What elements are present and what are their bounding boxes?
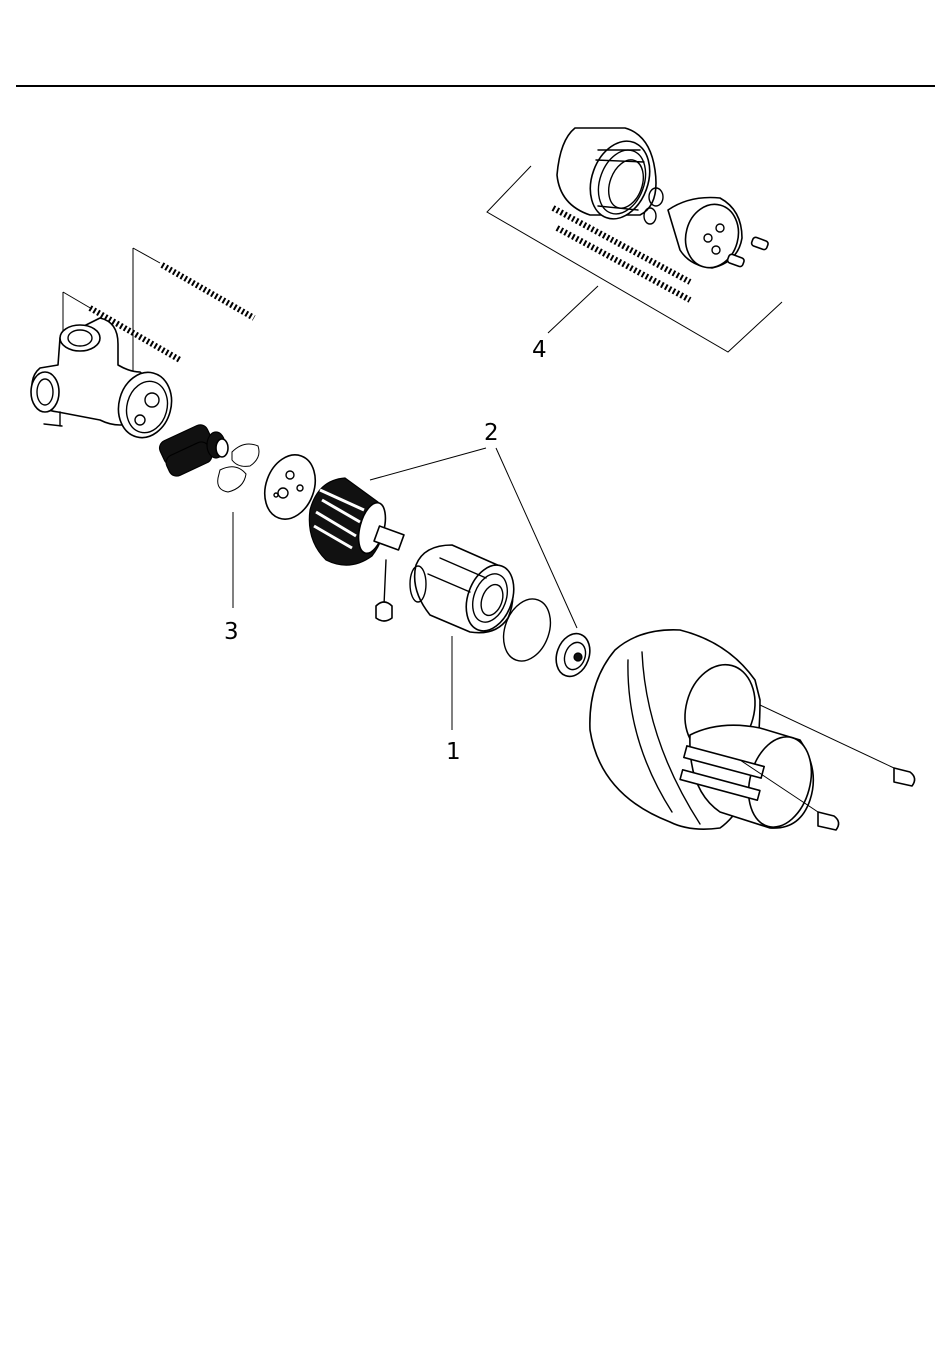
callout-4: 4	[532, 337, 547, 363]
part-4-trim-kit	[487, 128, 782, 352]
valve-body	[31, 248, 254, 444]
part-3-seal-set	[157, 422, 324, 608]
trim-cover	[590, 630, 915, 834]
callout-1: 1	[446, 739, 461, 765]
bushing	[550, 629, 595, 681]
part-1-sleeve	[410, 545, 559, 730]
callout-2: 2	[484, 420, 499, 446]
callout-3: 3	[224, 619, 239, 645]
